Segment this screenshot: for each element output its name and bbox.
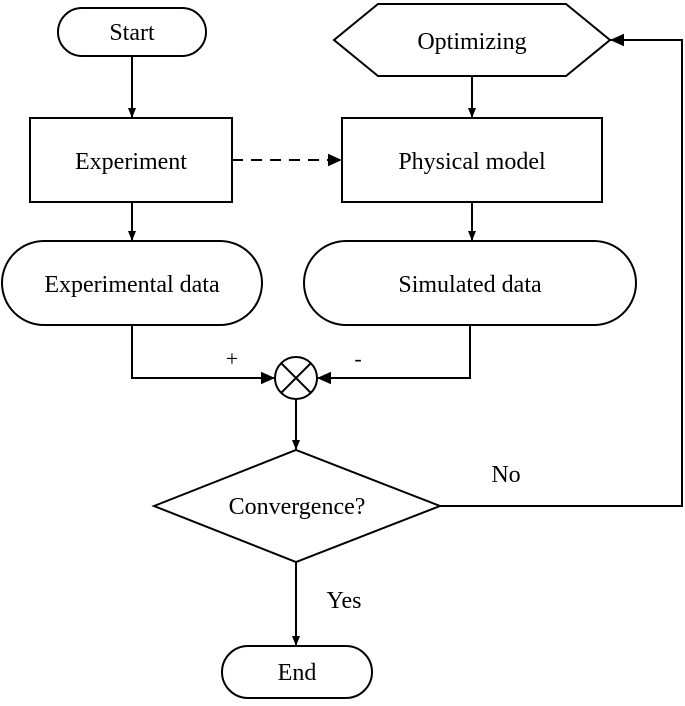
simulated-data-label: Simulated data — [398, 272, 542, 298]
start-node: Start — [57, 7, 207, 57]
no-label: No — [491, 462, 520, 488]
experimental-data-label: Experimental data — [44, 272, 220, 298]
plus-sign: + — [226, 346, 238, 371]
simulated-data-node: Simulated data — [303, 240, 637, 326]
physical-model-label: Physical model — [398, 149, 546, 175]
physical-model-node: Physical model — [341, 117, 603, 203]
arrow-no-feedback-optimizing — [440, 33, 683, 507]
experiment-node: Experiment — [29, 117, 233, 203]
convergence-label: Convergence? — [229, 494, 366, 520]
arrow-simulated-data-junction — [317, 325, 471, 385]
start-label: Start — [109, 20, 155, 46]
yes-label: Yes — [327, 588, 362, 614]
end-label: End — [278, 660, 317, 686]
optimizing-node: Optimizing — [332, 3, 612, 77]
experimental-data-node: Experimental data — [1, 240, 263, 326]
convergence-node: Convergence? — [151, 448, 443, 564]
summing-junction — [274, 356, 318, 400]
optimizing-label: Optimizing — [417, 29, 526, 55]
experiment-label: Experiment — [75, 149, 187, 175]
end-node: End — [221, 645, 373, 699]
arrow-experimental-data-junction — [131, 325, 275, 385]
minus-sign: - — [354, 346, 361, 371]
